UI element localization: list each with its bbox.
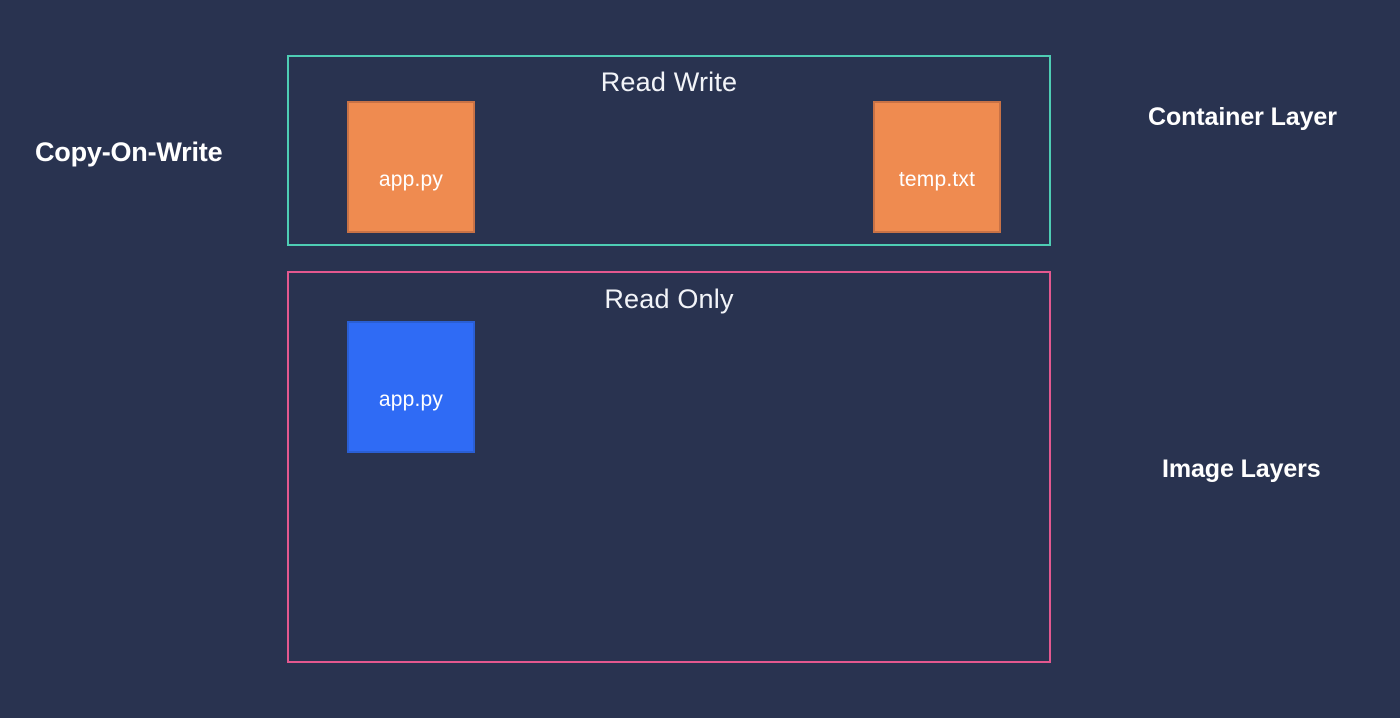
copy-on-write-title: Copy-On-Write (35, 137, 223, 167)
image-layers-label: Image Layers (1162, 455, 1321, 483)
file-block-app-py-container[interactable]: app.py (347, 101, 475, 233)
read-only-layer-frame: Read Only (287, 271, 1051, 663)
file-block-temp-txt-container[interactable]: temp.txt (873, 101, 1001, 233)
read-write-caption: Read Write (600, 67, 738, 97)
read-only-caption: Read Only (604, 284, 734, 314)
file-label: temp.txt (898, 167, 976, 191)
read-write-layer-frame: Read Write (287, 55, 1051, 246)
file-block-app-py-image[interactable]: app.py (347, 321, 475, 453)
file-label: app.py (378, 387, 444, 411)
container-layer-label: Container Layer (1148, 103, 1337, 131)
file-label: app.py (378, 167, 444, 191)
